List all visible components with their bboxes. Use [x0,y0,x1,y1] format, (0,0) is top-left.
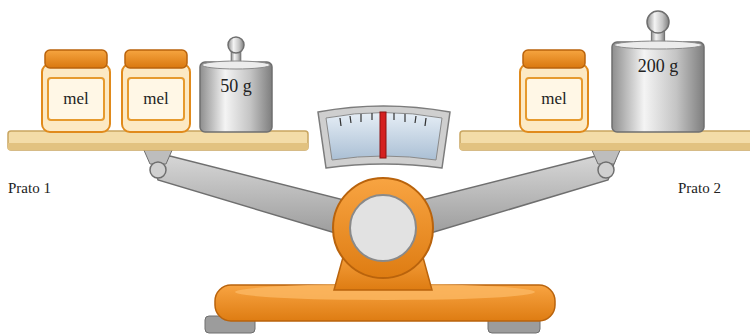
weight-top [202,61,270,69]
weight-value: 50 g [202,66,270,106]
pan-edge [8,143,308,150]
jar-lid [125,50,187,68]
pan-pivot [150,162,166,178]
jar-label-text: mel [526,78,582,120]
jar-label [48,78,104,120]
weight-body [612,42,704,132]
pan-label: Prato 2 [678,180,721,197]
jar-label-text: mel [48,78,104,120]
pan-pivot [598,162,614,178]
pan-edge [460,143,750,150]
weight-body [200,62,272,132]
jar-lid [45,50,107,68]
pan-2 [460,131,750,150]
mass-weight: 200 g [610,10,706,132]
jar-lid [523,50,585,68]
pan-1 [8,131,308,150]
weight-knob [228,37,244,53]
weight-knob [647,11,669,33]
pan-label: Prato 1 [8,180,51,197]
weight-value: 200 g [614,46,702,86]
jar-body [122,64,190,132]
honey-jar: mel [518,50,590,132]
beam-arm [150,156,352,238]
honey-jar: mel [40,50,112,132]
dial-face [326,113,442,161]
dial-needle [380,112,386,158]
dial-bezel [318,106,450,168]
jar-body [42,64,110,132]
jar-label-text: mel [128,78,184,120]
weight-top [614,41,702,49]
jar-label [526,78,582,120]
honey-jar: mel [120,50,192,132]
hub-center [350,195,416,261]
jar-body [520,64,588,132]
mass-weight: 50 g [198,36,274,132]
beam-arm [414,156,616,238]
scale-hub [333,178,433,278]
jar-label [128,78,184,120]
